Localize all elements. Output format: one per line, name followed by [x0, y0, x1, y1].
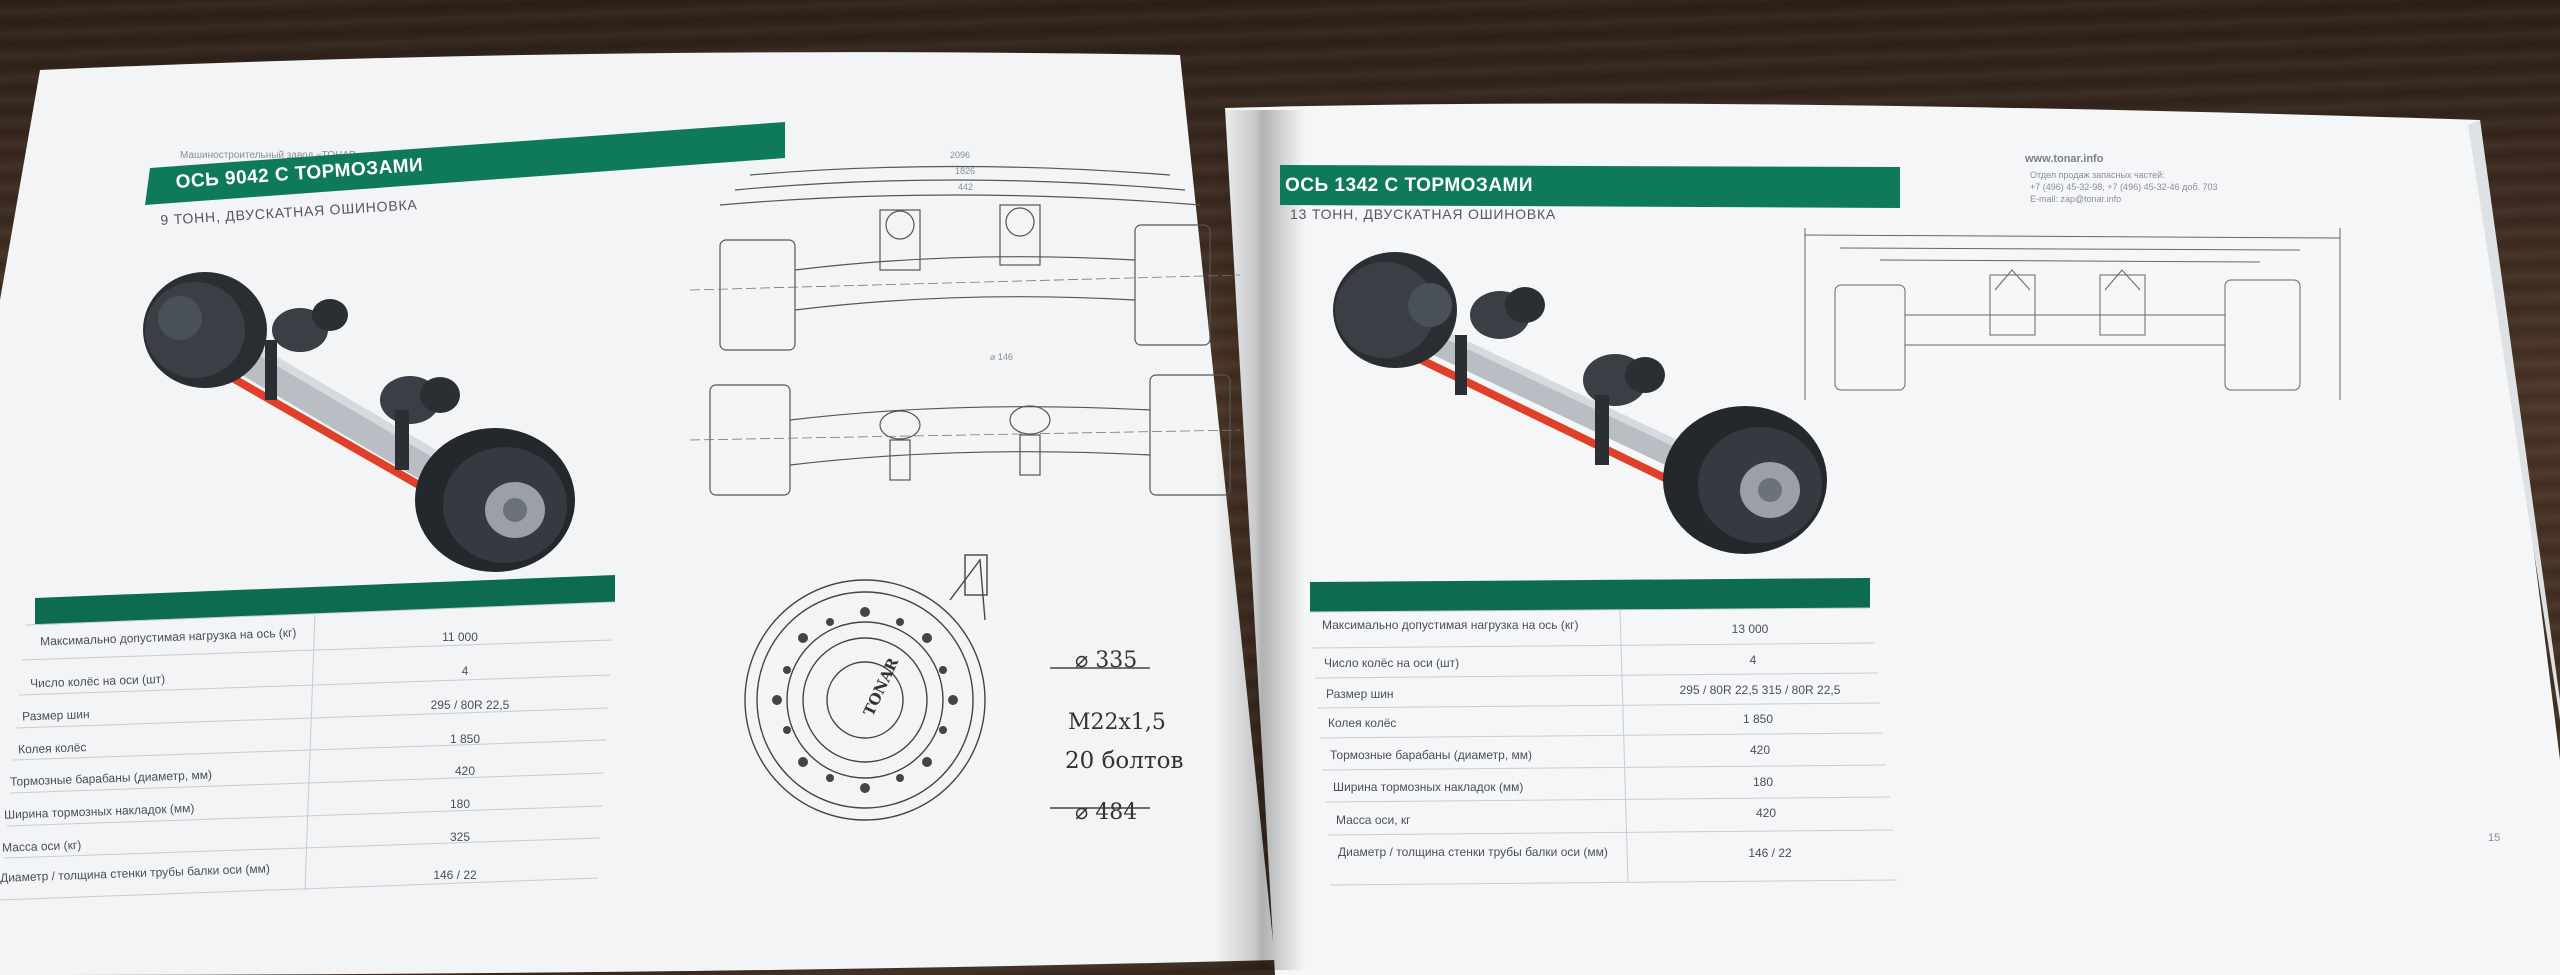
table-row-right-label: Ширина тормозных накладок (мм) — [1333, 780, 1524, 794]
table-row-right-value: 146 / 22 — [1748, 846, 1792, 860]
table-row-left-value: 4 — [461, 664, 469, 678]
manufacturer-header: Машиностроительный завод «ТОНАР» — [180, 150, 361, 161]
hub-dia-484: ⌀ 484 — [1075, 800, 1138, 825]
table-row-left-value: 325 — [449, 830, 471, 844]
table-row-right-label: Тормозные барабаны (диаметр, мм) — [1330, 748, 1533, 762]
website-label: www.tonar.info — [2025, 153, 2104, 165]
table-row-right-label: Число колёс на оси (шт) — [1324, 656, 1460, 670]
table-row-left-value: 1 850 — [449, 732, 481, 746]
contact-line: Отдел продаж запасных частей: — [2030, 170, 2165, 180]
right-page-title: ОСЬ 1342 С ТОРМОЗАМИ — [1285, 175, 1534, 196]
dim-track: 1826 — [955, 166, 976, 176]
table-row-left-value: 420 — [454, 764, 476, 778]
table-row-right-label: Диаметр / толщина стенки трубы балки оси… — [1338, 845, 1608, 859]
table-row-left-value: 295 / 80R 22,5 — [430, 698, 510, 712]
table-row-right-value: 13 000 — [1731, 622, 1769, 636]
table-row-right-value: 180 — [1752, 775, 1774, 789]
dim-spring: 442 — [958, 182, 974, 192]
table-row-left-value: 180 — [449, 797, 471, 811]
table-row-right-label: Размер шин — [1326, 687, 1394, 701]
hub-thread: M22x1,5 — [1068, 710, 1166, 735]
table-row-right-value: 420 — [1755, 806, 1777, 820]
hub-bolts: 20 болтов — [1065, 748, 1184, 774]
table-row-right-value: 295 / 80R 22,5 315 / 80R 22,5 — [1679, 683, 1841, 697]
table-row-right-label: Максимально допустимая нагрузка на ось (… — [1322, 618, 1579, 632]
table-row-right-value: 1 850 — [1742, 712, 1774, 726]
table-row-right-label: Колея колёс — [1328, 716, 1397, 730]
table-row-left-value: 146 / 22 — [433, 868, 477, 882]
table-row-right-value: 420 — [1749, 743, 1771, 757]
table-row-right-value: 4 — [1749, 653, 1757, 667]
contact-line: E-mail: zap@tonar.info — [2030, 194, 2122, 204]
page-number: 15 — [2488, 832, 2501, 844]
contact-line: +7 (496) 45-32-98, +7 (496) 45-32-46 доб… — [2030, 182, 2218, 192]
hub-dia-335: ⌀ 335 — [1075, 648, 1138, 673]
table-row-right-label: Масса оси, кг — [1336, 813, 1411, 827]
dim-diameter: ⌀ 146 — [990, 352, 1013, 362]
dim-overall: 2096 — [950, 150, 971, 160]
table-row-left-value: 11 000 — [442, 630, 478, 644]
right-page-subtitle: 13 ТОНН, ДВУСКАТНАЯ ОШИНОВКА — [1290, 206, 1557, 222]
